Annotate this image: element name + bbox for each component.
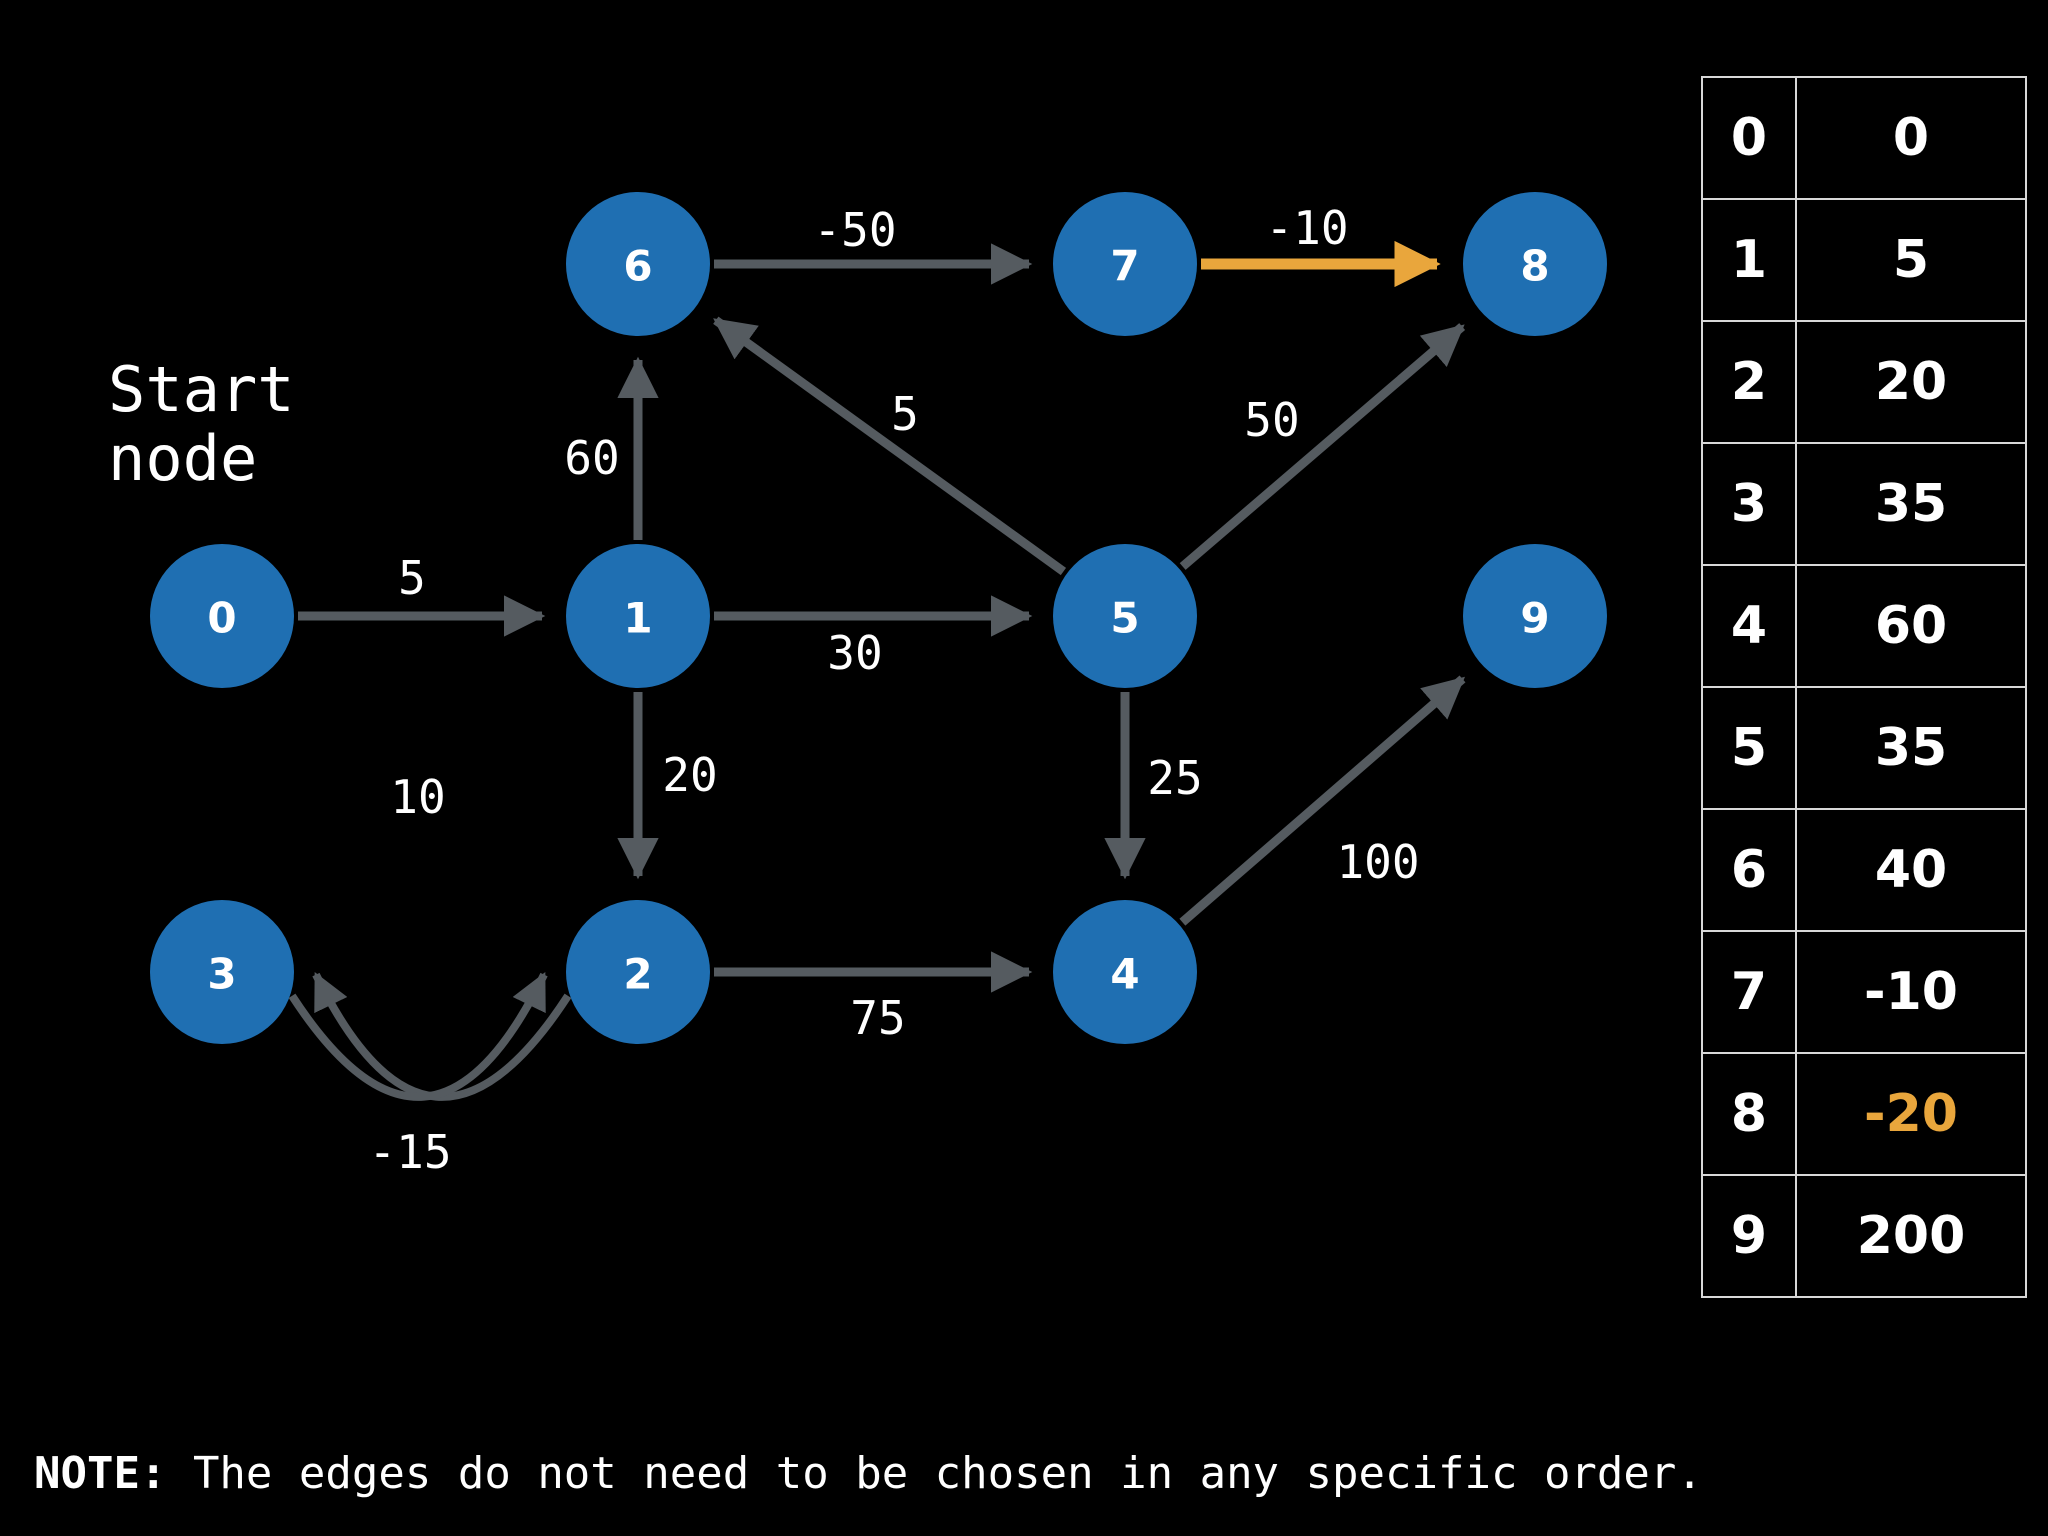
graph-node-4[interactable]: 4 [1053, 900, 1197, 1044]
note-bar: NOTE: The edges do not need to be chosen… [34, 1448, 1703, 1499]
node-circle-4[interactable] [1053, 900, 1197, 1044]
start-annotation-line-1: Start [108, 353, 295, 426]
start-node-annotation: Start node [108, 355, 295, 494]
graph-node-1[interactable]: 1 [566, 544, 710, 688]
edge-weight-3-2: -15 [368, 1125, 451, 1179]
distance-key-1: 1 [1701, 198, 1797, 322]
distance-value-1: 5 [1795, 198, 2027, 322]
edge-3-to-2 [288, 972, 548, 1101]
edge-weight-1-2: 20 [662, 748, 717, 802]
note-text: The edges do not need to be chosen in an… [166, 1448, 1703, 1499]
edge-weight-5-6: 5 [891, 387, 919, 441]
graph-node-2[interactable]: 2 [566, 900, 710, 1044]
edge-weight-0-1: 5 [398, 551, 426, 605]
nodes-group: 0 1 2 3 4 5 6 7 8 9 [150, 192, 1607, 1044]
edges-group [288, 240, 1466, 1101]
node-label-3: 3 [207, 950, 236, 999]
distance-key-4: 4 [1701, 564, 1797, 688]
node-circle-5[interactable] [1053, 544, 1197, 688]
distance-value-6: 40 [1795, 808, 2027, 932]
distance-key-7: 7 [1701, 930, 1797, 1054]
distance-value-2: 20 [1795, 320, 2027, 444]
table-row: 8-20 [1701, 1052, 2027, 1176]
distance-key-8: 8 [1701, 1052, 1797, 1176]
graph-node-7[interactable]: 7 [1053, 192, 1197, 336]
node-circle-9[interactable] [1463, 544, 1607, 688]
node-circle-7[interactable] [1053, 192, 1197, 336]
node-label-5: 5 [1110, 594, 1139, 643]
distance-key-3: 3 [1701, 442, 1797, 566]
note-keyword: NOTE: [34, 1448, 167, 1499]
node-label-2: 2 [623, 950, 652, 999]
distance-value-0: 0 [1795, 76, 2027, 200]
start-annotation-line-2: node [108, 422, 258, 496]
graph-node-5[interactable]: 5 [1053, 544, 1197, 688]
node-label-4: 4 [1110, 950, 1139, 999]
graph-node-0[interactable]: 0 [150, 544, 294, 688]
distance-value-5: 35 [1795, 686, 2027, 810]
distance-key-9: 9 [1701, 1174, 1797, 1298]
node-circle-3[interactable] [150, 900, 294, 1044]
distance-key-2: 2 [1701, 320, 1797, 444]
node-label-7: 7 [1110, 242, 1139, 291]
edge-weight-2-4: 75 [850, 991, 905, 1045]
edge-4-to-9 [1179, 675, 1466, 926]
distance-value-9: 200 [1795, 1174, 2027, 1298]
node-label-6: 6 [623, 242, 652, 291]
graph-node-9[interactable]: 9 [1463, 544, 1607, 688]
node-circle-2[interactable] [566, 900, 710, 1044]
graph-node-3[interactable]: 3 [150, 900, 294, 1044]
edge-weight-6-7: -50 [813, 203, 896, 257]
edge-weight-1-6: 60 [564, 431, 619, 485]
distance-key-0: 0 [1701, 76, 1797, 200]
node-circle-6[interactable] [566, 192, 710, 336]
distance-key-5: 5 [1701, 686, 1797, 810]
node-circle-1[interactable] [566, 544, 710, 688]
node-circle-0[interactable] [150, 544, 294, 688]
edge-5-to-8 [1179, 323, 1466, 570]
edge-weight-5-4: 25 [1147, 751, 1202, 805]
node-label-8: 8 [1520, 242, 1549, 291]
distance-value-7: -10 [1795, 930, 2027, 1054]
graph-node-8[interactable]: 8 [1463, 192, 1607, 336]
distance-value-4: 60 [1795, 564, 2027, 688]
edge-weight-2-3: 10 [390, 770, 445, 824]
graph-node-6[interactable]: 6 [566, 192, 710, 336]
node-circle-8[interactable] [1463, 192, 1607, 336]
edge-weight-1-5: 30 [827, 626, 882, 680]
node-label-9: 9 [1520, 594, 1549, 643]
edge-weight-4-9: 100 [1336, 835, 1419, 889]
edge-weight-7-8: -10 [1265, 201, 1348, 255]
distance-value-3: 35 [1795, 442, 2027, 566]
distance-key-6: 6 [1701, 808, 1797, 932]
node-label-1: 1 [623, 594, 652, 643]
edge-5-to-6 [713, 316, 1067, 576]
edge-weight-5-8: 50 [1244, 393, 1299, 447]
distance-value-8: -20 [1795, 1052, 2027, 1176]
node-label-0: 0 [207, 594, 236, 643]
table-row: 7-10 [1701, 930, 2027, 1054]
